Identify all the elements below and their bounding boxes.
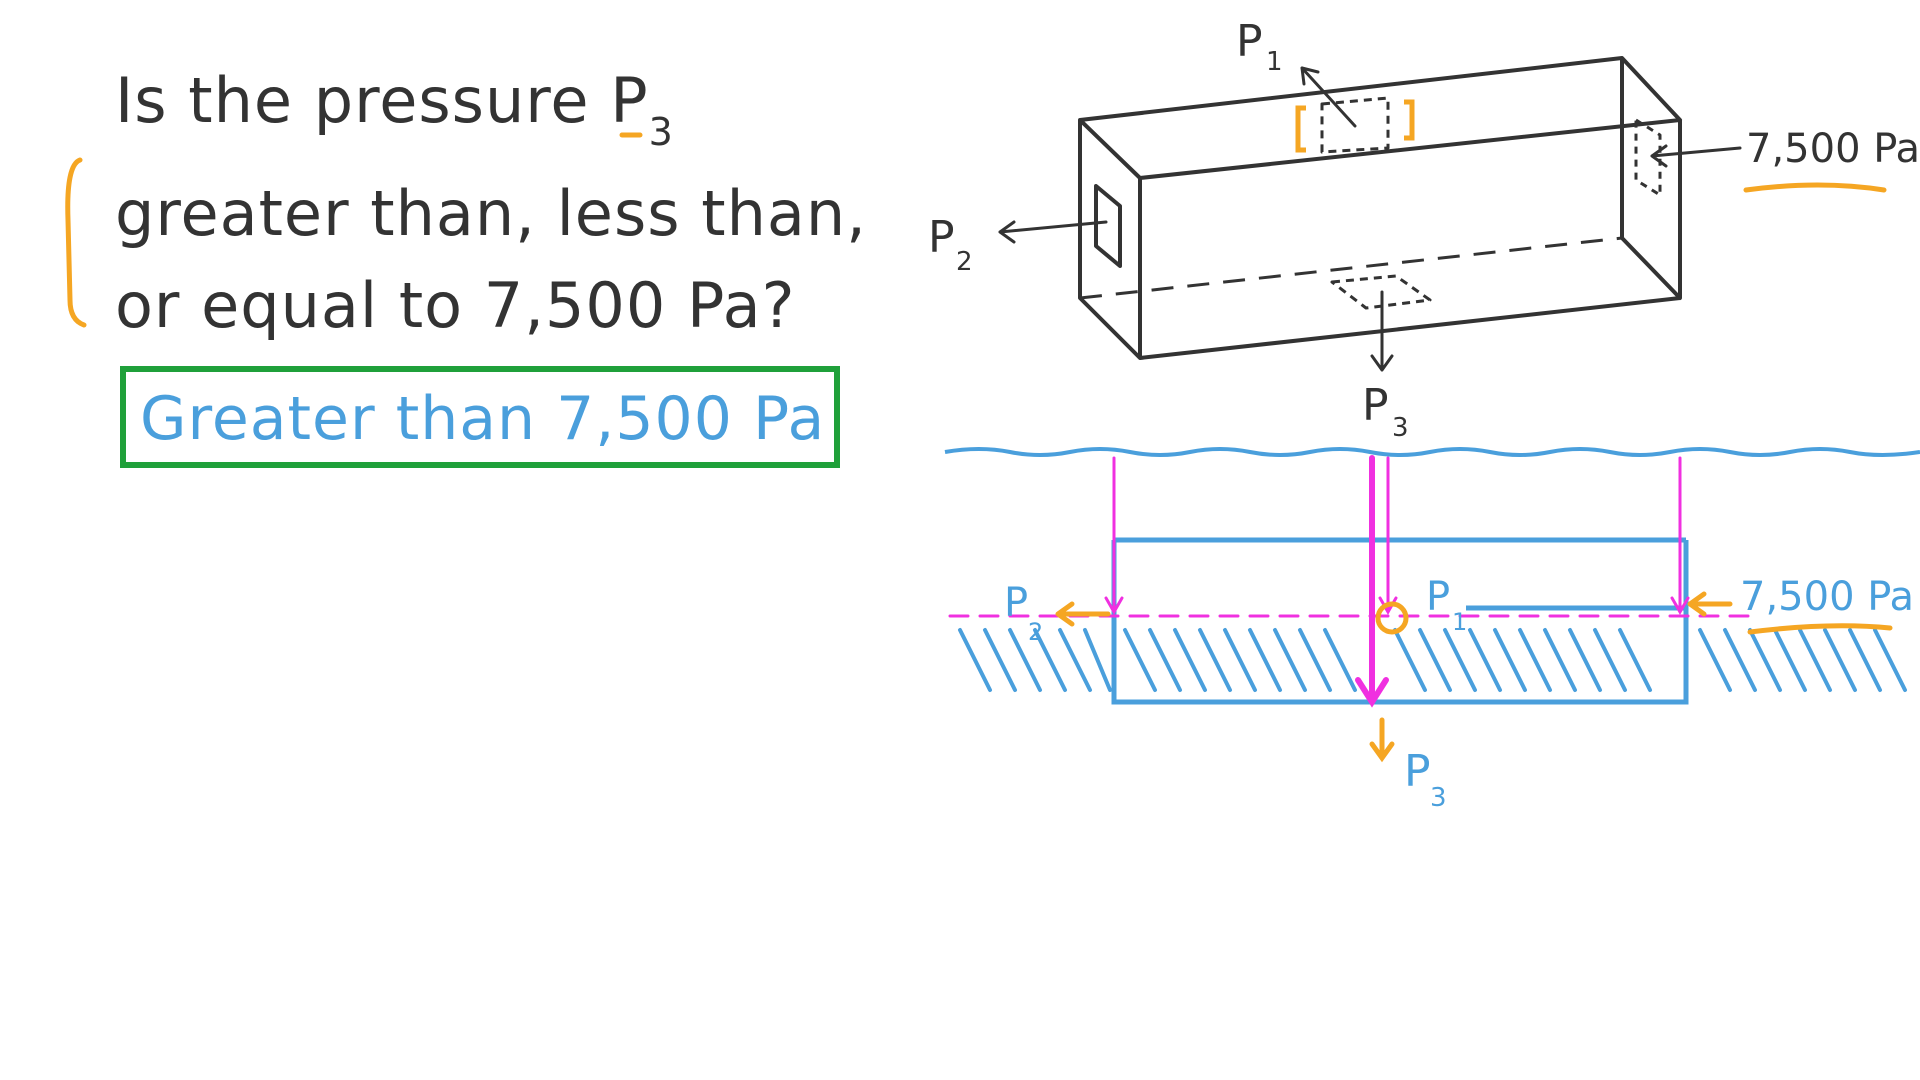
section-label-p2: P: [1004, 580, 1028, 626]
box-label-p1-sub: 1: [1266, 47, 1283, 77]
section-box: [1111, 537, 1689, 705]
depth-lines: [948, 456, 1752, 618]
top-area-bracket-right: [1404, 99, 1415, 141]
box-left-face: [1078, 118, 1142, 360]
box-label-side-pressure: 7,500 Pa: [1746, 126, 1920, 172]
section-label-p3: P: [1404, 746, 1431, 797]
box-label-p2: P: [928, 212, 955, 263]
box-arrows: [998, 66, 1742, 372]
section-p1-circle: [1375, 601, 1409, 635]
section-side-underline: [1747, 623, 1893, 635]
top-dashed-area: [1320, 96, 1390, 154]
section-label-p1-sub: 1: [1452, 608, 1467, 636]
answer-box: Greater than 7,500 Pa: [120, 366, 840, 468]
question-line-1: Is the pressure P3: [115, 55, 875, 168]
section-label-p3-sub: 3: [1430, 783, 1447, 813]
question-line-1-text: Is the pressure P: [115, 64, 649, 137]
ground-hatching: [958, 628, 1907, 692]
section-box-body: [1111, 540, 1689, 705]
box-label-p1: P: [1236, 16, 1263, 67]
box-right-face: [1620, 58, 1682, 300]
water-surface: [944, 447, 1920, 457]
section-label-side-pressure: 7,500 Pa: [1740, 574, 1914, 620]
section-labels: P 2 P 1 P 3 7,500 Pa: [1004, 574, 1914, 813]
question-text: Is the pressure P3 greater than, less th…: [115, 55, 875, 352]
section-label-p1: P: [1426, 574, 1450, 620]
depth-left: [1104, 456, 1124, 616]
p3-arrow: [1370, 290, 1394, 372]
box-labels: P 1 P 2 P 3 7,500 Pa: [928, 16, 1920, 443]
box-top-face: [1079, 56, 1682, 180]
right-dashed-area: [1634, 118, 1662, 197]
section-arrows: [1055, 591, 1893, 763]
left-window: [1094, 184, 1122, 268]
box-label-p3-sub: 3: [1392, 413, 1409, 443]
bottom-dashed-area: [1330, 274, 1432, 310]
p3-subscript: 3: [648, 110, 674, 155]
side-pressure-underline: [1743, 182, 1887, 193]
box-label-p2-sub: 2: [956, 247, 973, 277]
depth-middle: [1378, 456, 1398, 616]
question-line-3: or equal to 7,500 Pa?: [115, 269, 796, 343]
section-p3-arrow: [1369, 717, 1395, 763]
depth-right: [1670, 456, 1690, 616]
submerged-box: [1078, 56, 1682, 360]
orange-bracket: [65, 157, 87, 328]
p1-arrow: [1300, 66, 1357, 128]
top-area-bracket-left: [1295, 105, 1306, 153]
box-bottom-edge: [1139, 296, 1681, 360]
section-p2-arrow: [1055, 601, 1111, 627]
section-side-arrow: [1687, 591, 1733, 617]
p2-arrow: [998, 220, 1108, 244]
question-line-2: greater than, less than,: [115, 177, 867, 251]
box-label-p3: P: [1362, 380, 1389, 431]
depth-p3-arrow: [1355, 455, 1389, 708]
section-label-p2-sub: 2: [1028, 618, 1043, 646]
side-pressure-arrow: [1650, 144, 1742, 168]
answer-text: Greater than 7,500 Pa: [140, 384, 826, 454]
box-hidden-edge: [1079, 236, 1623, 300]
